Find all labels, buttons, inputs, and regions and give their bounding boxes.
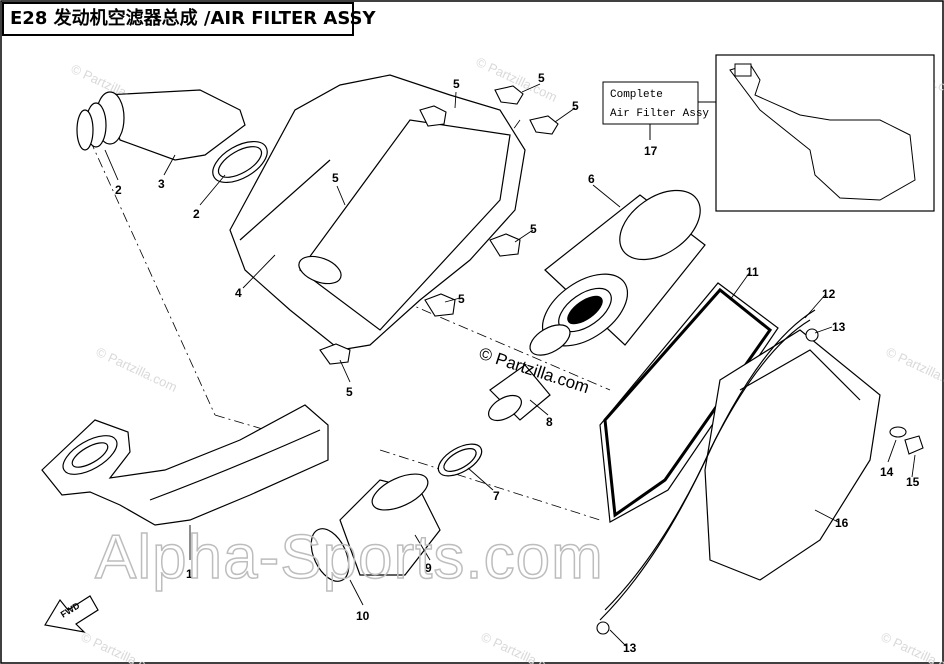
callout-16: 16 bbox=[835, 516, 849, 530]
watermark-tile: © Partzilla.com bbox=[879, 629, 944, 664]
intake-boot-part bbox=[76, 89, 268, 184]
watermark-tile: © Partzilla.com bbox=[479, 629, 565, 664]
callout-15: 15 bbox=[906, 475, 920, 489]
complete-assy-label-box bbox=[602, 81, 699, 125]
callout-1: 1 bbox=[186, 567, 193, 581]
callout-9: 9 bbox=[425, 561, 432, 575]
watermark-tile: © Partzilla.com bbox=[79, 629, 165, 664]
callout-13: 13 bbox=[623, 641, 637, 655]
callout-4: 4 bbox=[235, 286, 242, 300]
watermark-tile: © Partzilla.com bbox=[884, 344, 944, 395]
callout-5: 5 bbox=[530, 222, 537, 236]
diagram-title: E28 发动机空滤器总成 /AIR FILTER ASSY bbox=[2, 2, 375, 36]
callout-6: 6 bbox=[588, 172, 595, 186]
callouts: 1 2 2 3 4 5 5 5 5 5 5 5 6 7 8 9 10 11 12… bbox=[115, 71, 920, 655]
callout-8: 8 bbox=[546, 415, 553, 429]
callout-5: 5 bbox=[346, 385, 353, 399]
complete-label-line1: Complete bbox=[610, 89, 663, 101]
callout-17: 17 bbox=[644, 144, 658, 158]
clamp-connector-part bbox=[437, 324, 571, 477]
throttle-boot-part bbox=[310, 473, 441, 582]
leader-lines bbox=[104, 83, 916, 647]
intake-duct-part bbox=[41, 404, 329, 526]
complete-label-line2: Air Filter Assy bbox=[610, 108, 709, 120]
callout-5: 5 bbox=[332, 171, 339, 185]
callout-3: 3 bbox=[158, 177, 165, 191]
callout-2: 2 bbox=[193, 207, 200, 221]
callout-13: 13 bbox=[832, 320, 846, 334]
callout-10: 10 bbox=[356, 609, 370, 623]
callout-5: 5 bbox=[572, 99, 579, 113]
callout-11: 11 bbox=[746, 265, 759, 279]
fwd-arrow: FWD bbox=[44, 595, 99, 633]
airbox-cover-part bbox=[599, 309, 881, 621]
watermark-main: Alpha-Sports.com bbox=[95, 523, 604, 592]
clip-parts bbox=[319, 85, 559, 365]
small-hardware-parts bbox=[596, 328, 924, 635]
callout-7: 7 bbox=[493, 489, 500, 503]
callout-14: 14 bbox=[880, 465, 894, 479]
callout-5: 5 bbox=[458, 292, 465, 306]
callout-5: 5 bbox=[538, 71, 545, 85]
callout-12: 12 bbox=[822, 287, 836, 301]
callout-5: 5 bbox=[453, 77, 460, 91]
airbox-lower-part bbox=[229, 74, 526, 351]
watermark-tile: © Partzilla.com bbox=[94, 344, 180, 395]
callout-2: 2 bbox=[115, 183, 122, 197]
complete-assy-thumbnail bbox=[729, 63, 916, 201]
air-filter-element-part bbox=[541, 189, 706, 347]
